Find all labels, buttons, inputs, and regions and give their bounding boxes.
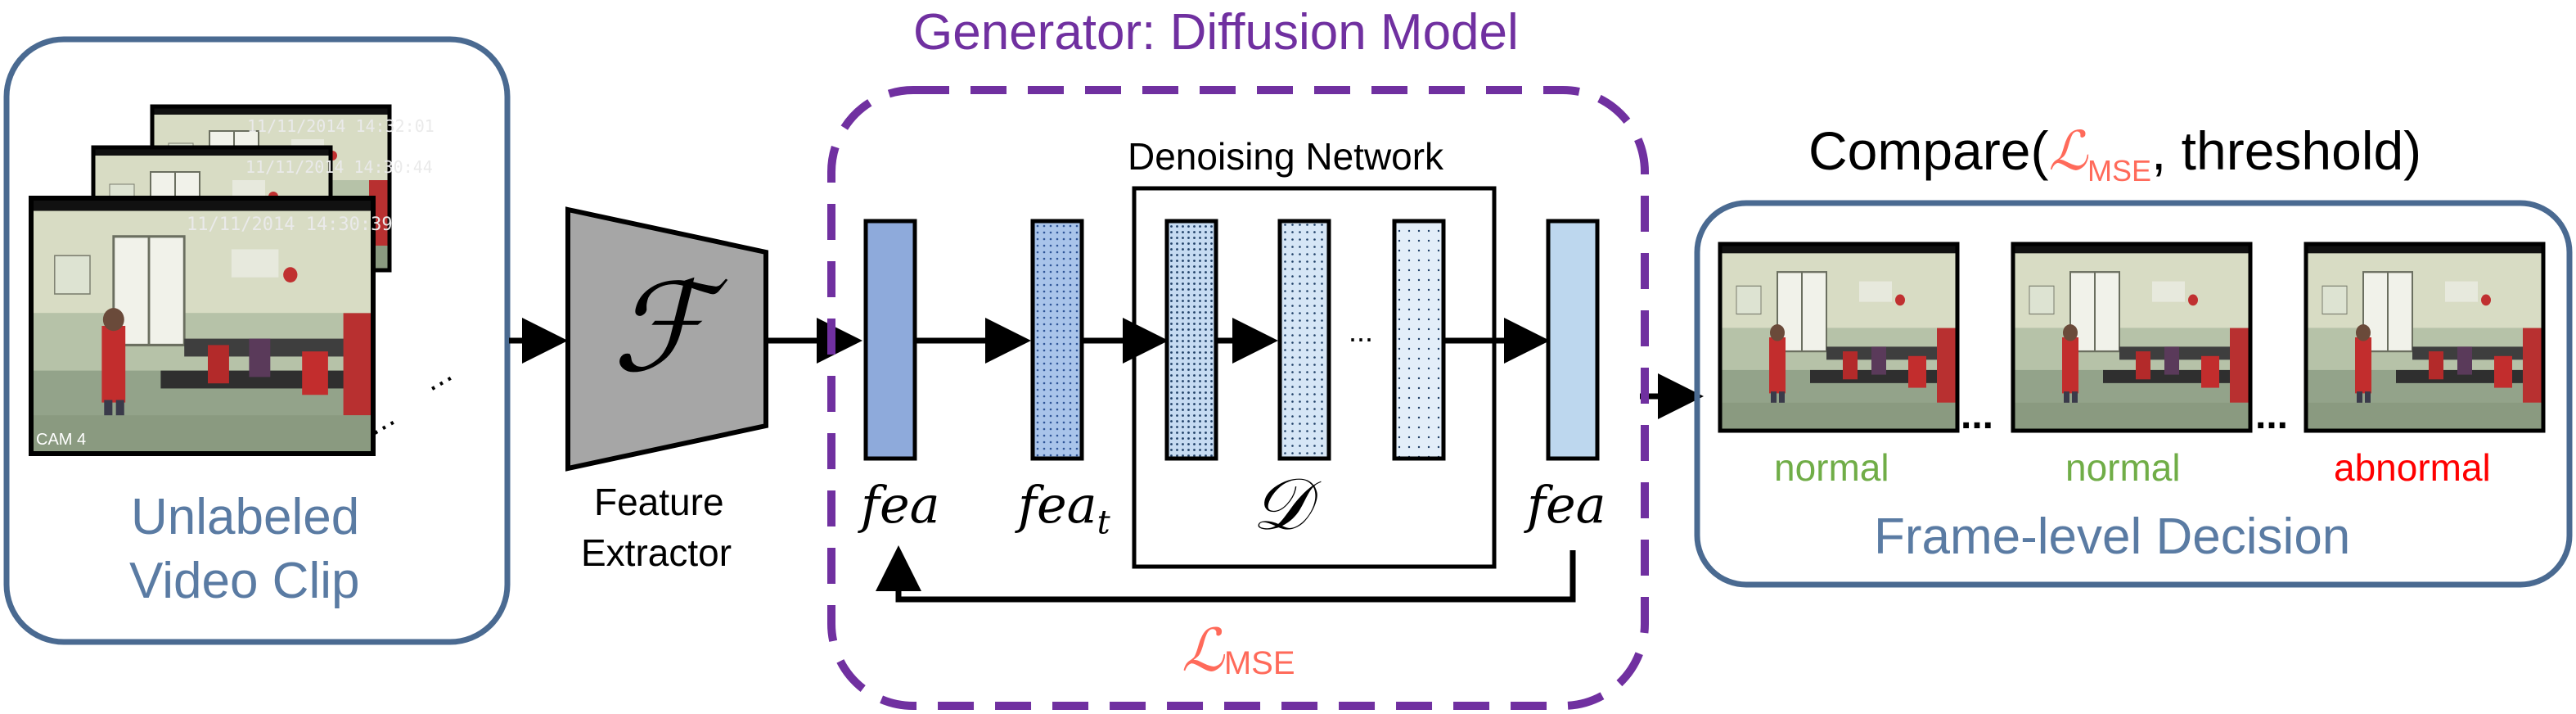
frame-cam-label: CAM 4 — [36, 431, 87, 449]
decision-frame-1-label: normal — [1774, 446, 1889, 489]
loss-label: ℒMSE — [1182, 616, 1295, 685]
fea-t-label: feat — [1018, 475, 1110, 541]
fea-block — [863, 219, 917, 461]
denoising-network-title: Denoising Network — [1128, 135, 1444, 178]
fea-label: fea — [861, 475, 940, 535]
fea-t-label-sub: t — [1097, 504, 1110, 542]
frame-timestamp-3: 11/11/2014 14:32:01 — [247, 116, 435, 136]
loss-feedback-arrow — [876, 545, 1576, 603]
compare-suffix: , threshold) — [2151, 120, 2422, 181]
generator-title: Generator: Diffusion Model — [913, 4, 1519, 61]
denoise-block-1 — [1164, 219, 1218, 461]
denoising-network-box — [1132, 186, 1497, 569]
decision-frame-1 — [1718, 242, 1960, 433]
denoising-network-symbol: 𝒟 — [1252, 462, 1310, 546]
compare-heading: Compare(ℒMSE, threshold) — [1808, 120, 2421, 188]
fea-hat-label: fea — [1527, 475, 1606, 535]
decision-frame-2 — [2011, 242, 2253, 433]
feature-extractor-label-line2: Extractor — [581, 531, 732, 574]
fea-hat-label-text: fea — [1527, 475, 1606, 535]
decision-box-title: Frame-level Decision — [1874, 508, 2351, 565]
denoise-block-3 — [1392, 219, 1446, 461]
decision-frame-3-label: abnormal — [2334, 446, 2491, 489]
denoise-block-2 — [1277, 219, 1331, 461]
frame-timestamp-1: 11/11/2014 14:30:39 — [187, 215, 393, 235]
feature-extractor-symbol: ℱ — [612, 257, 709, 400]
video-frame-1 — [29, 196, 376, 456]
input-clip-box — [3, 36, 511, 645]
fea-hat-caret-icon — [1527, 450, 1617, 478]
feature-extractor-shape — [565, 206, 768, 472]
input-clip-title-line1: Unlabeled — [131, 489, 360, 545]
fea-t-label-base: fea — [1018, 475, 1097, 535]
frame-timestamp-2: 11/11/2014 14:30:44 — [245, 157, 433, 177]
loss-symbol: ℒ — [1182, 616, 1224, 685]
decision-frame-3 — [2304, 242, 2546, 433]
decision-ellipsis-1: ... — [1961, 394, 1994, 437]
denoising-ellipsis: ... — [1349, 314, 1374, 348]
decision-ellipsis-2: ... — [2255, 394, 2289, 437]
fea-t-block — [1030, 219, 1084, 461]
frame-stack-ellipsis-1: ⋯ — [421, 363, 461, 404]
generator-box — [827, 86, 1649, 710]
decision-frame-2-label: normal — [2065, 446, 2181, 489]
compare-prefix: Compare( — [1808, 120, 2049, 181]
loss-subscript: MSE — [1223, 645, 1295, 682]
compare-loss-sub: MSE — [2087, 154, 2151, 188]
decision-box — [1694, 200, 2573, 588]
compare-loss-symbol: ℒ — [2048, 120, 2087, 183]
feature-extractor-label-line1: Feature — [594, 481, 724, 523]
fea-hat-block — [1546, 219, 1600, 461]
input-clip-title-line2: Video Clip — [129, 553, 360, 609]
